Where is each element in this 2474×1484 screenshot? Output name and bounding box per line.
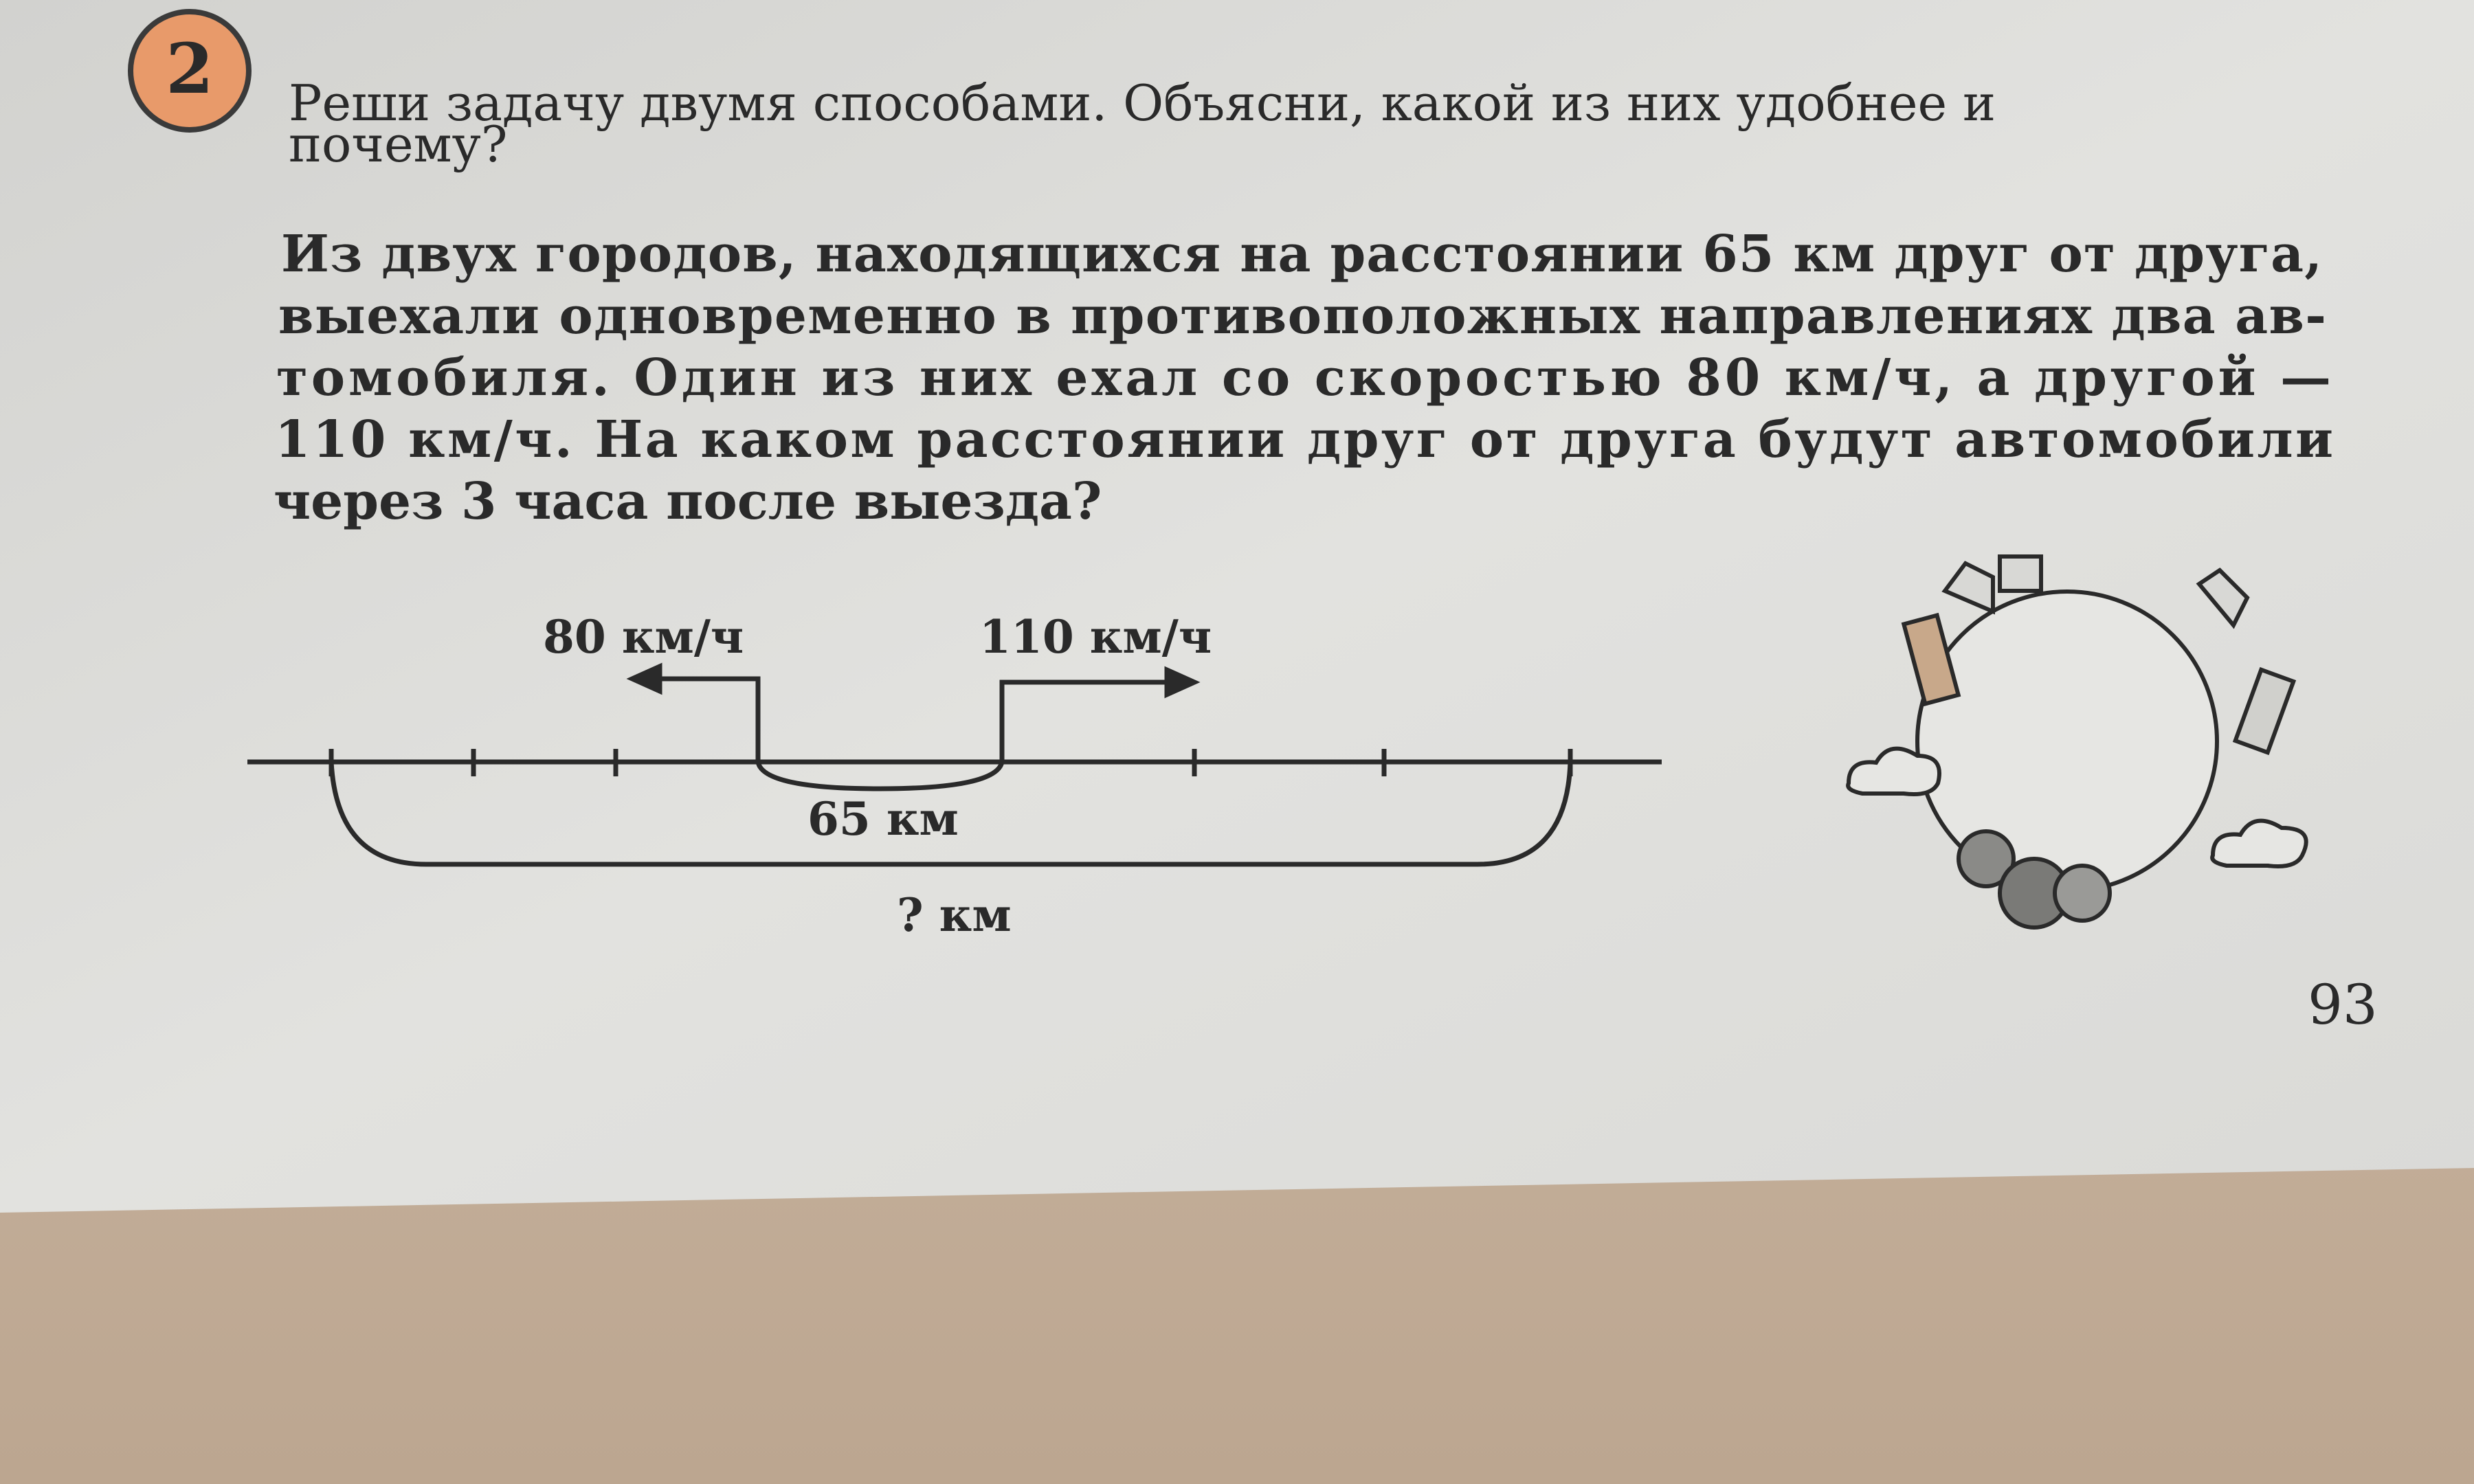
text-line: томобиля. Один из них ехал со скоростью … (276, 348, 2331, 407)
text-line: 110 км/ч. На каком расстоянии друг от др… (275, 410, 2333, 469)
text-line: через 3 часа после выезда? (274, 472, 1102, 531)
task-badge: 2 (128, 9, 252, 133)
unknown-distance-label: ? км (897, 888, 1012, 942)
left-arrow (632, 676, 761, 762)
speed-left-label: 80 км/ч (543, 610, 744, 664)
right-arrow (999, 679, 1182, 762)
brace-total (328, 761, 1573, 867)
task-text: Из двух городов, находящихся на расстоян… (274, 225, 2333, 531)
page-number: 93 (2308, 973, 2378, 1037)
text-line: выехали одновременно в противоположных н… (278, 286, 2326, 346)
task-title-line: почему? (289, 115, 508, 173)
task-number: 2 (166, 28, 214, 109)
speed-right-label: 110 км/ч (979, 610, 1212, 664)
brace-65km (755, 761, 1005, 791)
task-title-line: Реши задачу двумя способами. Объясни, ка… (289, 74, 1996, 132)
motion-diagram (247, 662, 1662, 867)
globe-illustration (1846, 554, 2308, 930)
page (0, 0, 2474, 1213)
distance-65-label: 65 км (807, 792, 959, 846)
text-line: Из двух городов, находящихся на расстоян… (281, 225, 2322, 284)
